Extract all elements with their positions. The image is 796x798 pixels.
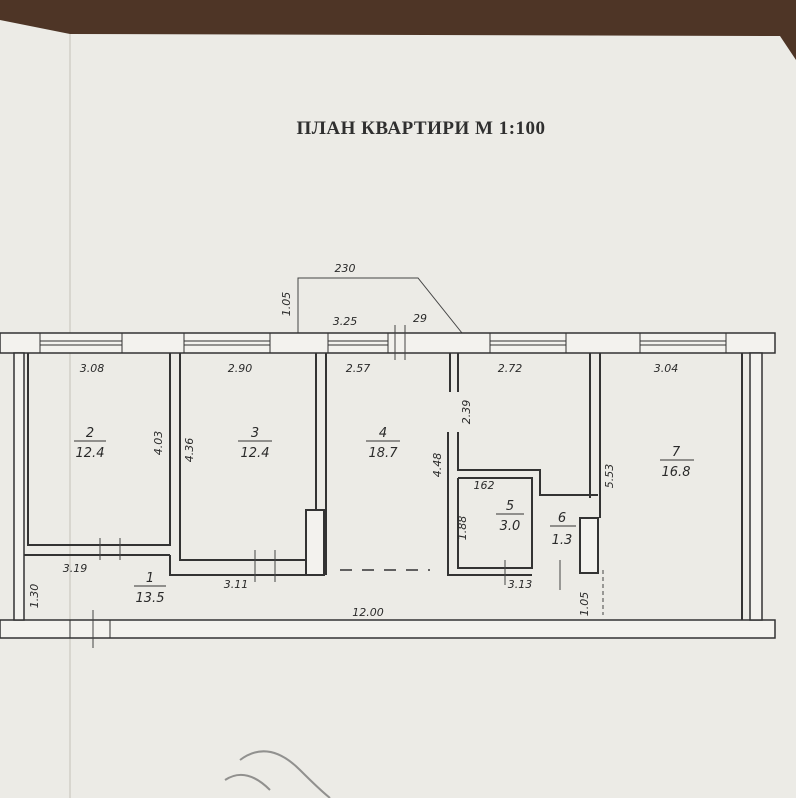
room-2-number: 2: [86, 426, 94, 441]
room-4-number: 4: [379, 426, 387, 441]
dimension-labels: 230 1.05 3.25 29 3.08 2.90 2.57 2.72 3.0…: [28, 262, 678, 619]
balcony-outline: [297, 277, 463, 334]
windows-top: [39, 332, 727, 354]
dim-3-11: 3.11: [224, 578, 249, 591]
window: [489, 332, 567, 354]
left-exterior-wall: [13, 352, 25, 621]
dim-5-53: 5.53: [603, 464, 616, 489]
dim-4-36: 4.36: [183, 438, 196, 463]
room-6-area: 1.3: [552, 533, 573, 548]
room-2-walls: [27, 353, 171, 546]
dim-2-39: 2.39: [460, 400, 473, 425]
room-6-number: 6: [558, 511, 566, 526]
room-1-number: 1: [146, 571, 154, 586]
dim-4-03: 4.03: [152, 431, 165, 456]
plan-title: ПЛАН КВАРТИРИ М 1:100: [296, 118, 545, 139]
room-5-area: 3.0: [500, 519, 521, 534]
right-exterior-wall: [749, 352, 763, 621]
balcony-door: [327, 332, 389, 354]
room-3-number: 3: [251, 426, 259, 441]
entrance-door: [69, 619, 111, 639]
door-ticks: [92, 325, 604, 648]
dim-1-30: 1.30: [28, 584, 41, 609]
window: [39, 332, 123, 354]
window: [183, 332, 271, 354]
room-3-area: 12.4: [241, 446, 270, 461]
room-2-area: 12.4: [76, 446, 105, 461]
dim-1-05: 1.05: [578, 592, 591, 617]
bottom-exterior-wall: [0, 619, 776, 639]
room-7-number: 7: [672, 445, 681, 460]
dim-162: 162: [474, 479, 495, 492]
dim-2-72: 2.72: [498, 362, 523, 375]
dim-3-04: 3.04: [654, 362, 679, 375]
dim-3-19: 3.19: [63, 562, 88, 575]
dim-2-57: 2.57: [346, 362, 371, 375]
dim-balcony-width: 230: [335, 262, 356, 275]
ink-smudge: [224, 750, 331, 798]
window: [639, 332, 727, 354]
paper-sheet: [0, 20, 796, 798]
dim-29: 29: [413, 312, 427, 325]
dim-3-08: 3.08: [80, 362, 105, 375]
room-1-area: 13.5: [136, 591, 165, 606]
dim-4-48: 4.48: [431, 453, 444, 478]
room-7-area: 16.8: [662, 465, 691, 480]
dim-3-13: 3.13: [508, 578, 533, 591]
dim-3-25: 3.25: [333, 315, 358, 328]
dim-2-90: 2.90: [228, 362, 253, 375]
dim-1-88: 1.88: [456, 516, 469, 541]
room-labels: 2 12.4 3 12.4 4 18.7 5 3.0 6 1.3 7 16.8 …: [74, 426, 694, 606]
room-5-number: 5: [506, 499, 514, 514]
dim-balcony-depth: 1.05: [280, 292, 293, 317]
dim-12-00: 12.00: [352, 606, 384, 619]
room-4-area: 18.7: [369, 446, 399, 461]
interior-walls: [24, 353, 743, 620]
